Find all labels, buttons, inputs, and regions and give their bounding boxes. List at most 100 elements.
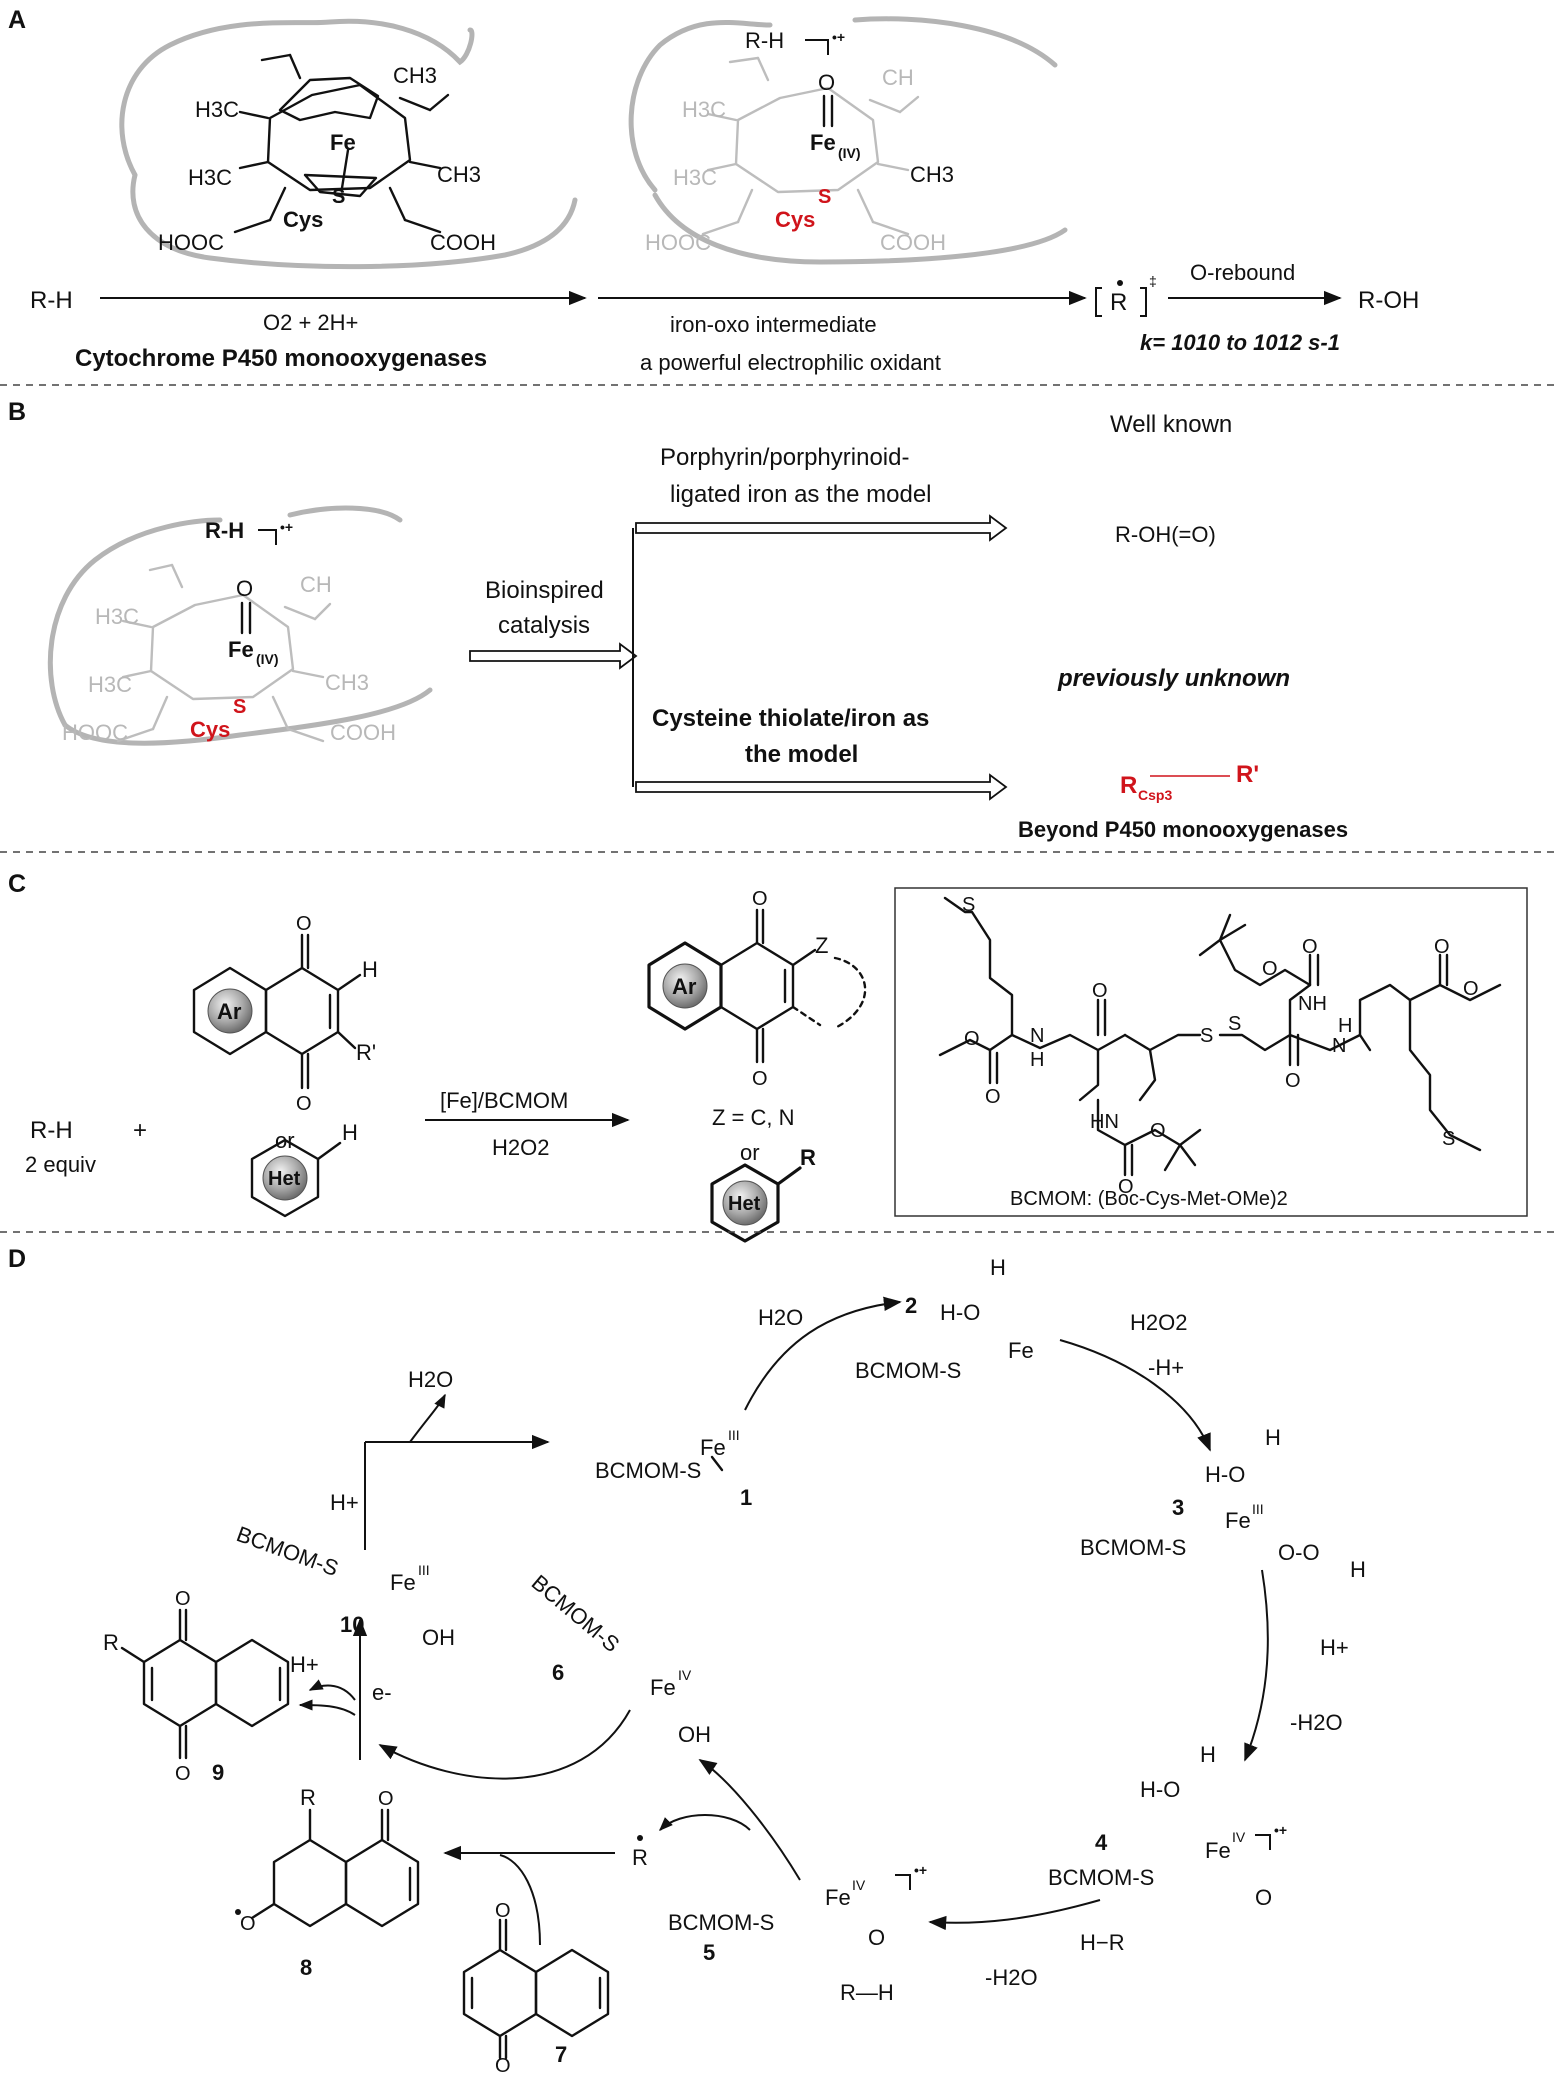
iron-label: Fe (330, 130, 356, 155)
methyl-label: H3C (188, 165, 232, 190)
substrate-label: R-H (30, 287, 73, 314)
section-b-label: B (8, 398, 26, 426)
complex-ligand-label: BCMOM-S (668, 1910, 774, 1935)
oxygen-label: O (240, 1913, 256, 1935)
quinone-substrate (192, 933, 362, 1090)
bracket-right (1140, 287, 1147, 317)
carboxyl-label: HOOC (62, 720, 128, 745)
protein-pocket-outline (287, 505, 403, 523)
side-arrow (409, 1393, 446, 1443)
compound-number: 3 (1172, 1495, 1184, 1520)
compound-number: 7 (555, 2042, 567, 2067)
heme-porphyrin (233, 53, 450, 234)
iron-label: Fe (1205, 1838, 1231, 1863)
protein-pocket-outline (119, 18, 475, 178)
compound-number: 1 (740, 1485, 752, 1510)
nh-label: H (1030, 1049, 1044, 1071)
route-label: Porphyrin/porphyrinoid- (660, 444, 909, 471)
compound-9-structure (120, 1608, 290, 1760)
radical-cation-label: •+ (914, 1862, 927, 1878)
side-arrow (659, 1814, 751, 1831)
bcmom-structure (938, 896, 1502, 1177)
product-label: R-OH(=O) (1115, 522, 1216, 547)
ligand-structure-box (894, 887, 1528, 1217)
iron-oxo-porphyrin (701, 56, 920, 236)
sulfur-label: S (1200, 1025, 1213, 1047)
water-ligand: H-O (1140, 1777, 1180, 1802)
cycle-arrow (744, 1296, 902, 1411)
peroxide-label: H2O2 (1130, 1310, 1187, 1335)
r-label: R (800, 1145, 816, 1170)
protein-pocket-outline (130, 172, 578, 270)
proton-label: H+ (1320, 1635, 1349, 1660)
oxidation-state-label: IV (1232, 1829, 1246, 1845)
h-label: H (342, 1120, 358, 1145)
oh-label: OH (678, 1722, 711, 1747)
carboxyl-label: COOH (880, 230, 946, 255)
condition-label: H2O2 (492, 1135, 549, 1160)
h-label: H (1350, 1557, 1366, 1582)
protein-pocket-outline (628, 19, 773, 193)
r-label: R (103, 1630, 119, 1655)
oxygen-label: O (1150, 1120, 1166, 1142)
alkylated-heteroarene-product (710, 1163, 802, 1243)
oh-label: OH (422, 1625, 455, 1650)
complex-ligand-label: BCMOM-S (855, 1358, 961, 1383)
cys-label: Cys (190, 717, 230, 742)
section-a-label: A (8, 6, 26, 34)
radical-cation-label: •+ (1274, 1822, 1287, 1838)
radical-dot (235, 1909, 241, 1915)
oxidation-state-label: III (1252, 1501, 1264, 1517)
carbonyl-o: O (495, 1900, 511, 1922)
methyl-label: H3C (95, 604, 139, 629)
methyl-label: CH3 (910, 162, 954, 187)
bioinspired-label: catalysis (498, 612, 590, 639)
rebound-label: O-rebound (1190, 260, 1295, 285)
oxidation-state-label: IV (852, 1877, 866, 1893)
h-label: H (362, 957, 378, 982)
section-d-label: D (8, 1245, 26, 1273)
carbonyl-o: O (175, 1763, 191, 1785)
oxidation-state-label: (IV) (838, 145, 861, 161)
substrate-label: H−R (1080, 1930, 1125, 1955)
iron-label: Fe (825, 1885, 851, 1910)
proton-loss-label: -H+ (1148, 1355, 1184, 1380)
r-h-label: R—H (840, 1980, 894, 2005)
plus-label: + (133, 1117, 147, 1144)
carbonyl-o: O (296, 1093, 312, 1115)
nh-label: HN (1090, 1111, 1119, 1133)
intermediate-description: a powerful electrophilic oxidant (640, 350, 941, 375)
cycle-arrow (378, 1709, 631, 1780)
sulfur-label: S (233, 696, 246, 718)
iron-label: Fe (700, 1435, 726, 1460)
oxidation-state-label: III (418, 1562, 430, 1578)
carbonyl-o: O (175, 1588, 191, 1610)
oxidation-state-label: IV (678, 1667, 692, 1683)
compound-8-structure (250, 1808, 420, 1928)
radical-label: R (632, 1845, 648, 1870)
equiv-label: 2 equiv (25, 1152, 96, 1177)
methyl-label: H3C (88, 672, 132, 697)
rprime-label: R' (356, 1040, 376, 1065)
oxygen-label: O (1262, 958, 1278, 980)
cycle-arrow (698, 1759, 801, 1881)
radical-cation-label: •+ (280, 519, 293, 535)
carboxyl-label: HOOC (158, 230, 224, 255)
sulfur-label: S (818, 186, 831, 208)
reagent-label: R-H (30, 1117, 73, 1144)
side-arrow (298, 1699, 356, 1716)
water-loss-label: -H2O (985, 1965, 1038, 1990)
methyl-label: H3C (682, 97, 726, 122)
route-label: the model (745, 741, 858, 768)
h-label: H (1200, 1742, 1216, 1767)
iron-label: Fe (228, 637, 254, 662)
h-label: H (990, 1255, 1006, 1280)
water-label: H2O (758, 1305, 803, 1330)
substrate-label: R-H (205, 518, 244, 543)
product-rprime: R' (1236, 761, 1259, 788)
side-arrow (308, 1679, 356, 1701)
enzyme-name: Cytochrome P450 monooxygenases (75, 345, 487, 372)
z-definition: Z = C, N (712, 1105, 795, 1130)
bioinspired-label: Bioinspired (485, 577, 604, 604)
sulfur-label: S (332, 186, 345, 208)
